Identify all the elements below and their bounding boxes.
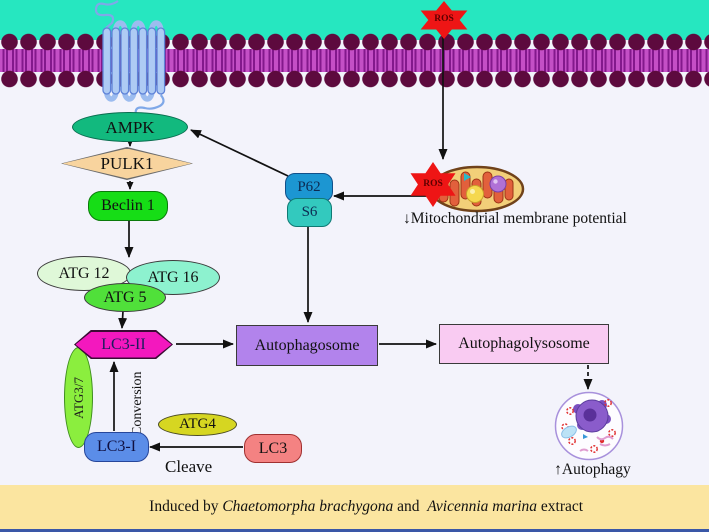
node-s6: S6 [287, 198, 332, 227]
arrow-p62-to-ampk [190, 129, 289, 177]
atg16-label: ATG 16 [147, 268, 199, 286]
figure-bottom-border [0, 529, 709, 532]
node-lc3: LC3 [244, 434, 302, 463]
atg4-label: ATG4 [179, 416, 216, 432]
autolysosome-cell-icon [554, 391, 624, 461]
autophagosome-label: Autophagosome [254, 336, 360, 354]
atg37-label: ATG3/7 [71, 376, 86, 419]
p62-label: P62 [297, 179, 321, 195]
node-atg37: ATG3/7 [64, 347, 93, 448]
caption-band: Induced by Chaetomorpha brachygona and A… [0, 485, 709, 529]
membrane-lipid-tails [0, 49, 709, 72]
caption-species2: Avicennia marina [427, 498, 538, 515]
cleave-label: Cleave [165, 457, 213, 476]
arrow-atg5-to-lc3ii [118, 310, 128, 329]
membrane-outer-leaflet [0, 33, 709, 51]
caption-prefix: Induced by [149, 498, 223, 515]
beclin1-label: Beclin 1 [101, 197, 155, 214]
node-atg12: ATG 12 [37, 256, 131, 291]
conversion-label: Conversion [130, 371, 145, 436]
caption-suffix: extract [537, 498, 584, 515]
lc3ii-label: LC3-II [101, 335, 146, 353]
node-atg4: ATG4 [158, 413, 237, 436]
lc3-label: LC3 [258, 439, 288, 457]
ampk-label: AMPK [105, 117, 155, 137]
caption-conjunction: and [393, 498, 428, 515]
s6-label: S6 [301, 204, 318, 220]
mito-potential-label: ↓Mitochondrial membrane potential [403, 210, 627, 227]
node-ampk: AMPK [72, 112, 188, 142]
node-beclin1: Beclin 1 [88, 191, 168, 221]
node-atg5: ATG 5 [84, 283, 166, 312]
autophagy-label: ↑Autophagy [554, 461, 631, 478]
node-autophagosome: Autophagosome [236, 325, 378, 366]
atg12-label: ATG 12 [58, 264, 110, 282]
caption-species1: Chaetomorpha brachygona [222, 498, 394, 515]
lc3i-label: LC3-I [96, 438, 137, 455]
node-lc3ii: LC3-II [74, 330, 173, 359]
node-pulk1: PULK1 [61, 147, 193, 180]
pulk1-label: PULK1 [100, 153, 154, 173]
ros-star-mitochondria-icon: ROS [410, 162, 456, 207]
caption-text: Induced by Chaetomorpha brachygona and A… [126, 480, 583, 532]
ros-mito-label: ROS [423, 178, 443, 189]
autophagolysosome-label: Autophagolysosome [458, 335, 590, 352]
atg5-label: ATG 5 [103, 288, 147, 306]
node-lc3i: LC3-I [84, 432, 149, 462]
ros-top-label: ROS [434, 14, 454, 25]
node-autophagolysosome: Autophagolysosome [439, 324, 609, 364]
membrane-inner-leaflet [0, 70, 709, 88]
